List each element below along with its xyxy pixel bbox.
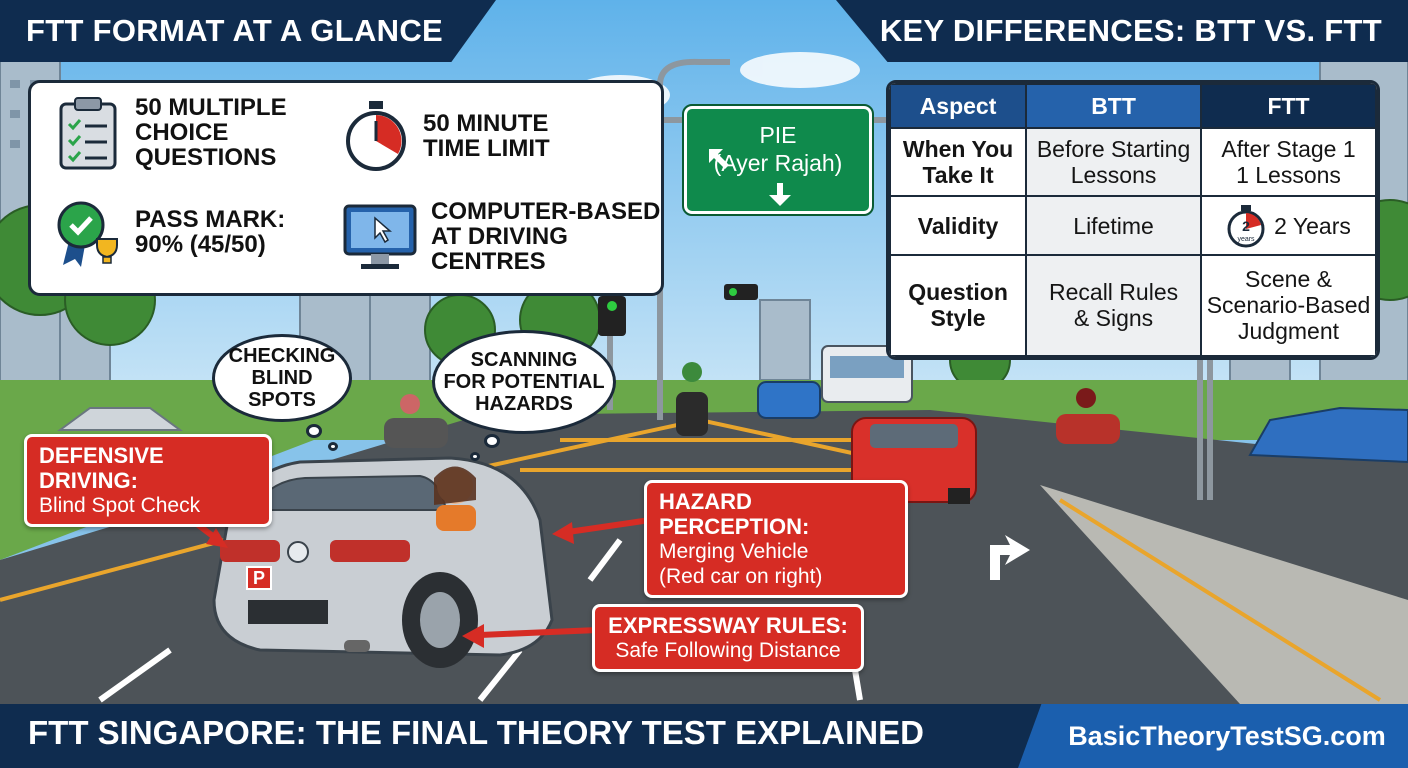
cell-ftt-style: Scene & Scenario-Based Judgment bbox=[1200, 253, 1377, 357]
table-row: Question Style Recall Rules & Signs Scen… bbox=[889, 253, 1377, 357]
differences-banner-title: KEY DIFFERENCES: BTT VS. FTT bbox=[879, 13, 1382, 48]
expressway-title: EXPRESSWAY RULES: bbox=[608, 613, 848, 638]
blind-spot-bubble: CHECKING BLIND SPOTS bbox=[212, 334, 352, 422]
questions-line-2: CHOICE bbox=[135, 119, 229, 146]
venue-line-1: COMPUTER-BASED bbox=[431, 198, 661, 225]
pass-mark-line-2: 90% (45/50) bbox=[135, 231, 266, 258]
cell-ftt-validity: 2 years 2 Years bbox=[1200, 195, 1377, 256]
questions-line-1: 50 MULTIPLE bbox=[135, 94, 287, 121]
hazard-body-1: Merging Vehicle bbox=[659, 540, 809, 563]
differences-banner: KEY DIFFERENCES: BTT VS. FTT bbox=[836, 0, 1408, 62]
hazard-body-2: (Red car on right) bbox=[659, 565, 823, 588]
venue-item: COMPUTER-BASED AT DRIVING CENTRES bbox=[343, 199, 661, 274]
table-row: Validity Lifetime 2 years 2 Years bbox=[889, 195, 1377, 256]
cell-aspect-validity: Validity bbox=[889, 195, 1028, 256]
cell-ftt-when: After Stage 1 1 Lessons bbox=[1200, 126, 1377, 198]
stopwatch-icon bbox=[346, 101, 406, 171]
computer-monitor-icon bbox=[343, 204, 417, 269]
bubble-dot bbox=[470, 452, 480, 461]
bubble-dot bbox=[306, 424, 322, 438]
defensive-body: Blind Spot Check bbox=[39, 494, 201, 517]
cell-btt-when: Before Starting Lessons bbox=[1025, 126, 1203, 198]
time-item: 50 MINUTE TIME LIMIT bbox=[343, 99, 550, 173]
format-banner: FTT FORMAT AT A GLANCE bbox=[0, 0, 496, 62]
time-line-1: 50 MINUTE bbox=[423, 110, 549, 137]
two-year-timer-icon: 2 years bbox=[1227, 204, 1265, 248]
hazard-title: HAZARD PERCEPTION: bbox=[659, 489, 810, 539]
header-aspect: Aspect bbox=[889, 83, 1028, 129]
cell-btt-style: Recall Rules & Signs bbox=[1025, 253, 1203, 357]
award-trophy-icon bbox=[57, 201, 118, 267]
timer-unit: years bbox=[1238, 236, 1256, 243]
expressway-rules-callout: EXPRESSWAY RULES: Safe Following Distanc… bbox=[592, 604, 864, 672]
hazard-perception-callout: HAZARD PERCEPTION: Merging Vehicle (Red … bbox=[644, 480, 908, 598]
clipboard-checklist-icon bbox=[59, 96, 117, 169]
table-row: When You Take It Before Starting Lessons… bbox=[889, 126, 1377, 198]
format-banner-title: FTT FORMAT AT A GLANCE bbox=[26, 13, 443, 48]
header-btt: BTT bbox=[1025, 83, 1203, 129]
sign-line-1: PIE bbox=[759, 122, 797, 148]
timer-number: 2 bbox=[1242, 218, 1250, 234]
website-link[interactable]: BasicTheoryTestSG.com bbox=[1018, 704, 1408, 768]
header-ftt: FTT bbox=[1200, 83, 1377, 129]
time-line-2: TIME LIMIT bbox=[423, 135, 550, 162]
down-arrow-icon bbox=[769, 183, 791, 206]
cell-aspect-when: When You Take It bbox=[889, 126, 1028, 198]
footer-title: FTT SINGAPORE: THE FINAL THEORY TEST EXP… bbox=[28, 714, 924, 751]
questions-item: 50 MULTIPLE CHOICE QUESTIONS bbox=[55, 95, 287, 170]
comparison-table: Aspect BTT FTT When You Take It Before S… bbox=[886, 80, 1380, 360]
expressway-sign: PIE (Ayer Rajah) bbox=[682, 104, 874, 216]
diagonal-arrow-icon bbox=[709, 149, 729, 169]
hazard-scan-bubble: SCANNING FOR POTENTIAL HAZARDS bbox=[432, 330, 616, 434]
pass-mark-line-1: PASS MARK: bbox=[135, 206, 286, 233]
venue-line-2: AT DRIVING CENTRES bbox=[431, 223, 568, 275]
pass-mark-item: PASS MARK: 90% (45/50) bbox=[55, 195, 285, 269]
defensive-driving-callout: DEFENSIVE DRIVING: Blind Spot Check bbox=[24, 434, 272, 527]
expressway-body: Safe Following Distance bbox=[615, 639, 841, 662]
sign-line-2: (Ayer Rajah) bbox=[713, 150, 843, 176]
learner-plate: P bbox=[246, 566, 272, 590]
bubble-dot bbox=[328, 442, 338, 451]
cell-btt-validity: Lifetime bbox=[1025, 195, 1203, 256]
website-url[interactable]: BasicTheoryTestSG.com bbox=[1068, 720, 1386, 751]
cell-aspect-style: Question Style bbox=[889, 253, 1028, 357]
format-panel: 50 MULTIPLE CHOICE QUESTIONS 50 MINUTE T… bbox=[28, 80, 664, 296]
bubble-dot bbox=[484, 434, 500, 448]
table-header-row: Aspect BTT FTT bbox=[889, 83, 1377, 129]
questions-line-3: QUESTIONS bbox=[135, 144, 277, 171]
defensive-title: DEFENSIVE DRIVING: bbox=[39, 443, 164, 493]
